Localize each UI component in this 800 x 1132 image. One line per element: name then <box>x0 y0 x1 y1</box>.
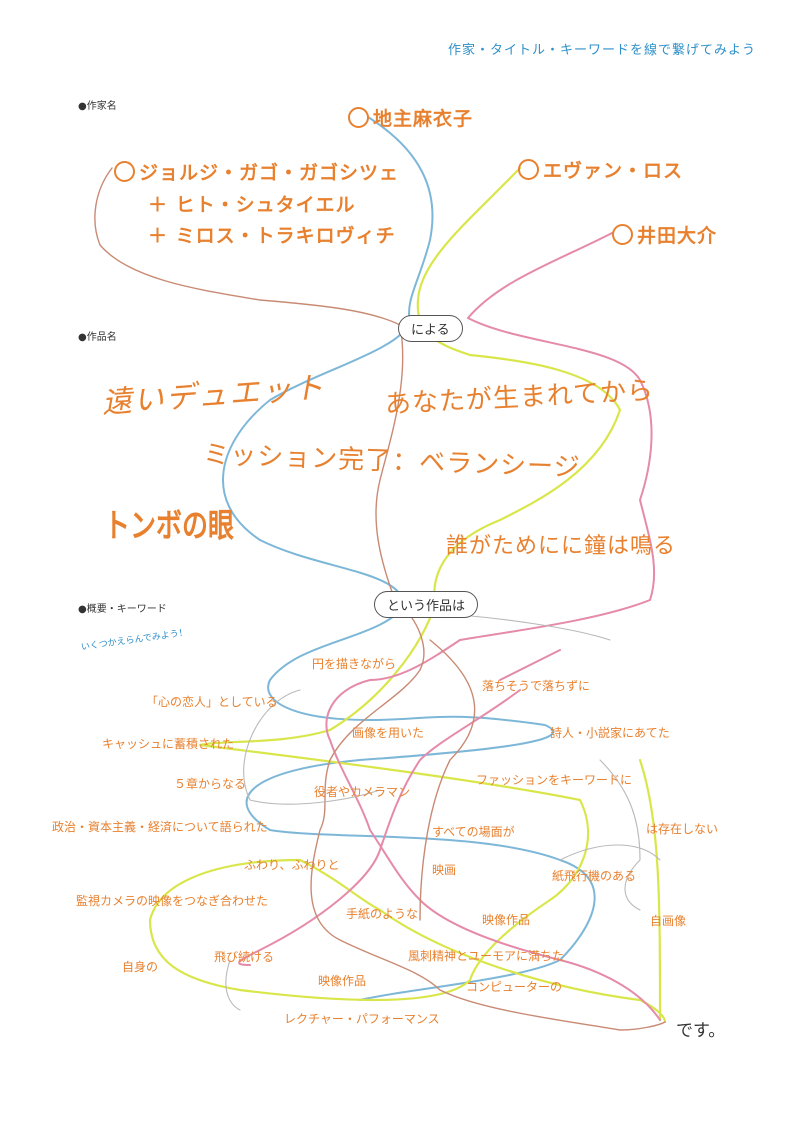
keyword-item[interactable]: ５章からなる <box>174 777 247 791</box>
keyword-item[interactable]: ファッションをキーワードに <box>476 773 633 787</box>
plus-icon: ＋ <box>148 225 169 247</box>
blue-line <box>222 116 596 1001</box>
work-for-whom-the-bell-tolls[interactable]: 誰がためにに鐘は鳴る <box>446 534 677 559</box>
yellow-line <box>148 166 667 1024</box>
keyword-item[interactable]: 役者やカメラマン <box>314 785 411 799</box>
artist-ida[interactable]: 井田大介 <box>612 221 717 248</box>
artist-ida-label: 井田大介 <box>637 225 718 247</box>
keyword-item[interactable]: 詩人・小説家にあてた <box>550 726 670 740</box>
artist-steyerl: ＋ ヒト・シュタイエル <box>148 190 355 217</box>
connector-niyoru: による <box>398 315 463 342</box>
keyword-item[interactable]: は存在しない <box>646 822 719 836</box>
plus-icon: ＋ <box>148 194 169 216</box>
keyword-item[interactable]: コンピューターの <box>466 980 563 994</box>
select-circle-icon[interactable] <box>518 159 539 180</box>
select-circle-icon[interactable] <box>348 107 369 128</box>
keyword-item[interactable]: ふわり、ふわりと <box>244 858 340 872</box>
keyword-item[interactable]: 映画 <box>432 863 457 877</box>
keyword-item[interactable]: 風刺精神とユーモアに満ちた <box>408 949 565 963</box>
section-works-label: ●作品名 <box>78 332 117 343</box>
keyword-item[interactable]: 監視カメラの映像をつなぎ合わせた <box>76 894 269 908</box>
gray-line <box>225 614 661 1011</box>
artist-trakilovic: ＋ ミロス・トラキロヴィチ <box>148 221 396 248</box>
keyword-item[interactable]: すべての場面が <box>432 825 515 839</box>
select-circle-icon[interactable] <box>612 224 633 245</box>
keyword-item[interactable]: 政治・資本主義・経済について語られた <box>52 820 268 834</box>
keyword-item[interactable]: 円を描きながら <box>312 657 397 671</box>
section-keywords-label: ●概要・キーワード <box>78 604 167 615</box>
keyword-item[interactable]: 自画像 <box>650 914 687 928</box>
section-artists-label: ●作家名 <box>78 101 117 112</box>
connector-toiu-sakuhin: という作品は <box>374 591 479 618</box>
keyword-item[interactable]: キャッシュに蓄積された <box>102 737 235 751</box>
keyword-item[interactable]: 「心の恋人」としている <box>146 695 278 709</box>
keyword-item[interactable]: 飛び続ける <box>214 950 275 964</box>
keyword-item[interactable]: 映像作品 <box>482 913 531 927</box>
keyword-item[interactable]: 映像作品 <box>318 974 367 988</box>
brown-line <box>94 167 666 1031</box>
keyword-item[interactable]: 自身の <box>122 960 159 974</box>
pink-line <box>238 232 661 1021</box>
keyword-item[interactable]: 紙飛行機のある <box>552 869 637 883</box>
keyword-item[interactable]: 落ちそうで落ちずに <box>482 679 591 693</box>
artist-georgian-group[interactable]: ジョルジ・ガゴ・ガゴシツェ <box>114 158 399 185</box>
artist-evan-roth-label: エヴァン・ロス <box>543 160 684 182</box>
keyword-item[interactable]: 手紙のような <box>346 907 419 921</box>
keyword-item[interactable]: レクチャー・パフォーマンス <box>284 1012 440 1026</box>
artist-chinushi-label: 地主麻衣子 <box>373 108 474 130</box>
instruction-header: 作家・タイトル・キーワードを線で繋げてみよう <box>448 43 757 58</box>
artist-gagoshidze-label: ジョルジ・ガゴ・ガゴシツェ <box>139 162 400 184</box>
artist-steyerl-label: ヒト・シュタイエル <box>175 194 356 216</box>
artist-trakilovic-label: ミロス・トラキロヴィチ <box>175 225 396 247</box>
artist-chinushi[interactable]: 地主麻衣子 <box>348 104 473 131</box>
keyword-item[interactable]: 画像を用いた <box>352 726 425 740</box>
artist-evan-roth[interactable]: エヴァン・ロス <box>518 156 683 183</box>
select-circle-icon[interactable] <box>114 161 135 182</box>
work-dragonfly-eyes[interactable]: トンボの眼 <box>104 507 235 546</box>
ending-desu: です。 <box>676 1021 726 1041</box>
